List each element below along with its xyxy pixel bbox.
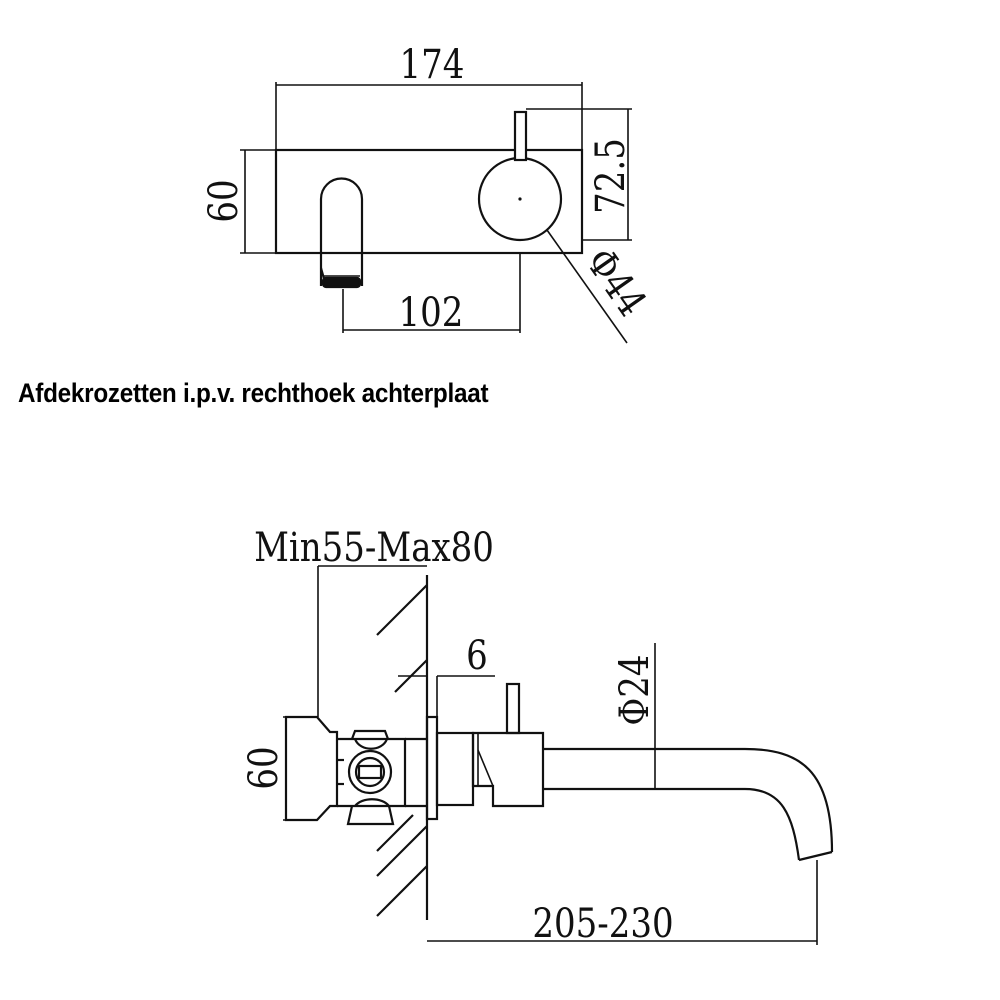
handle-height-label: 72.5 (587, 138, 633, 214)
dim-102: 102 (342, 253, 521, 336)
front-view: 174 60 72.5 102 Φ44 (200, 41, 656, 344)
rosette-diameter-label: Φ44 (577, 240, 656, 325)
dim-60-side: 60 (240, 716, 317, 821)
height-label: 60 (200, 179, 246, 222)
dim-174: 174 (275, 41, 583, 150)
wall (376, 575, 429, 920)
mixer-cartridge (471, 731, 545, 808)
rosette-center-mark (518, 197, 522, 201)
width-label: 174 (400, 41, 465, 87)
dim-depth-range: Min55-Max80 (254, 524, 494, 717)
body-height-label: 60 (240, 746, 286, 789)
handle-diameter-label: Φ24 (611, 654, 657, 725)
spout-front (319, 177, 364, 289)
dim-plate-thickness: 6 (398, 632, 495, 717)
valve-body (435, 731, 475, 807)
spout-reach-label: 205-230 (532, 900, 673, 946)
dim-phi24: Φ24 (611, 643, 658, 789)
concealed-valve-housing (284, 715, 427, 826)
dim-72-5: 72.5 (526, 108, 634, 241)
side-view: Min55-Max80 6 Φ24 60 205-230 (240, 524, 834, 947)
dim-spout-reach: 205-230 (427, 860, 818, 947)
dim-phi44: Φ44 (546, 229, 656, 344)
dim-60-front: 60 (200, 149, 276, 254)
handle-stem (505, 682, 521, 735)
back-plate (274, 148, 584, 255)
spout-offset-label: 102 (399, 289, 464, 335)
caption-text: Afdekrozetten i.p.v. rechthoek achterpla… (18, 378, 489, 408)
depth-range-label: Min55-Max80 (254, 524, 494, 570)
handle-lever (513, 110, 528, 162)
mounting-flange (425, 715, 439, 821)
spout-side (543, 747, 834, 862)
plate-thickness-label: 6 (466, 632, 488, 678)
